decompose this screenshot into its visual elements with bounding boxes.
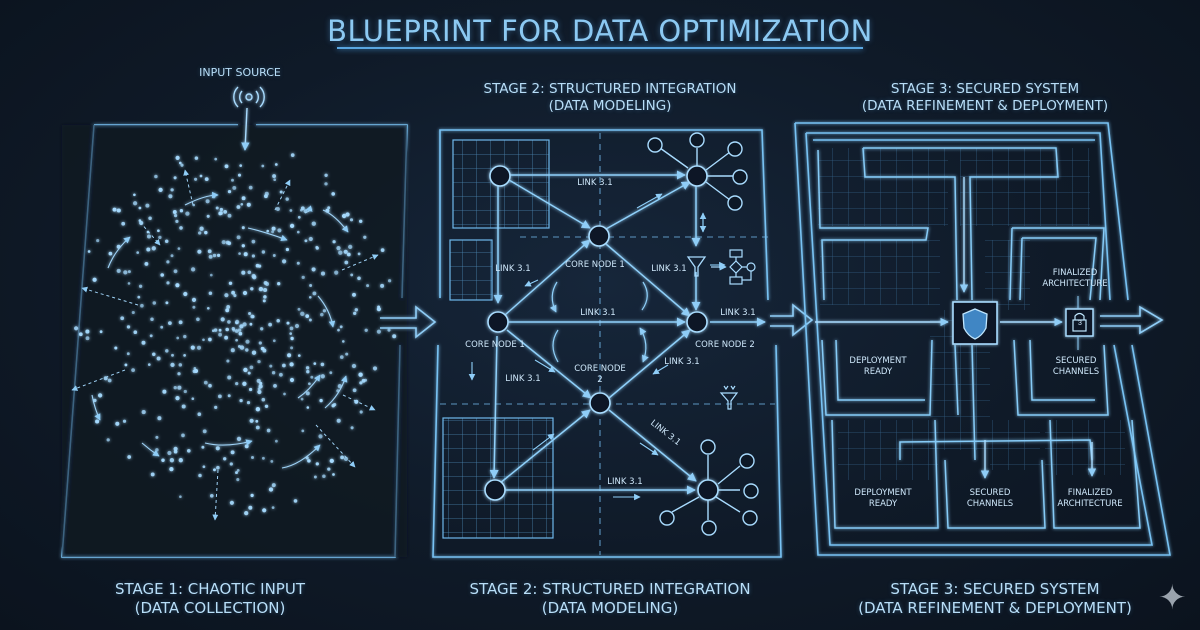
- chaos-arrows: [91, 191, 349, 469]
- hub-icon: [647, 132, 748, 211]
- flow-arrow-1-to-2: [380, 305, 437, 339]
- flow-arrow-exit: [1100, 305, 1164, 335]
- grid-icon: [449, 239, 493, 301]
- stage1-bottom-subtitle: (DATA COLLECTION): [134, 599, 286, 617]
- stage1-bottom-title: STAGE 1: CHAOTIC INPUT: [115, 580, 305, 598]
- stage3-panel: [794, 122, 1171, 556]
- stage3-bottom-caption: STAGE 3: SECURED SYSTEM (DATA REFINEMENT…: [830, 580, 1160, 618]
- funnel-icon: [719, 385, 739, 410]
- room-label-deployment-ready: DEPLOYMENT READY: [849, 356, 907, 377]
- stage2-bottom-caption: STAGE 2: STRUCTURED INTEGRATION (DATA MO…: [430, 580, 790, 618]
- stage1-bottom-caption: STAGE 1: CHAOTIC INPUT (DATA COLLECTION): [80, 580, 340, 618]
- room-label-finalized-architecture: FINALIZED ARCHITECTURE: [1042, 268, 1108, 289]
- link-label: LINK 3.1: [720, 308, 756, 318]
- room-label-deployment-ready: DEPLOYMENT READY: [854, 488, 912, 509]
- stage3-bottom-title: STAGE 3: SECURED SYSTEM: [890, 580, 1100, 598]
- room-label-finalized-architecture: FINALIZED ARCHITECTURE: [1057, 488, 1123, 509]
- funnel-icon: [686, 256, 707, 277]
- stage2-top-subtitle: (DATA MODELING): [548, 98, 672, 114]
- link-label: LINK 3.1: [607, 477, 643, 487]
- stage2-bottom-subtitle: (DATA MODELING): [541, 599, 679, 617]
- grid-icon: [442, 417, 554, 539]
- padlock-icon: [1065, 296, 1094, 350]
- core-node-1-upper-label: CORE NODE 1: [565, 260, 625, 270]
- maze-walls: [817, 147, 1141, 529]
- room-label-secured-channels: SECURED CHANNELS: [1052, 356, 1100, 377]
- hub-icon: [659, 439, 759, 536]
- link-label: LINK 3.1: [577, 178, 613, 188]
- stage1-panel: [61, 124, 408, 558]
- flow-arrow-2-to-3: [770, 303, 814, 337]
- link-label: LINK 3.1: [651, 264, 687, 274]
- maze-floor-grids: [818, 148, 1125, 480]
- stage3-top-subtitle: (DATA REFINEMENT & DEPLOYMENT): [861, 98, 1109, 114]
- link-label: LINK 3.1: [664, 357, 700, 367]
- flowchart-icon: [711, 249, 756, 285]
- stage3-top-title: STAGE 3: SECURED SYSTEM: [890, 81, 1080, 97]
- link-label: LINK 3.1: [505, 374, 541, 384]
- title-underline: [337, 47, 863, 49]
- page-title: BLUEPRINT FOR DATA OPTIMIZATION: [327, 14, 873, 48]
- core-node-2-right-label: CORE NODE 2: [695, 340, 755, 350]
- chaos-dashed-arrows: [71, 169, 379, 521]
- stage3-bottom-subtitle: (DATA REFINEMENT & DEPLOYMENT): [858, 599, 1132, 617]
- core-node-1-left-label: CORE NODE 1: [465, 340, 525, 350]
- stage2-top-caption: STAGE 2: STRUCTURED INTEGRATION (DATA MO…: [430, 81, 790, 115]
- stage2-bottom-title: STAGE 2: STRUCTURED INTEGRATION: [469, 580, 751, 598]
- link-label: LINK 3.1: [495, 264, 531, 274]
- stage3-top-caption: STAGE 3: SECURED SYSTEM (DATA REFINEMENT…: [800, 81, 1170, 115]
- shield-icon: [952, 301, 998, 345]
- link-label: LINK 3.1: [580, 308, 616, 318]
- stage2-panel: [432, 129, 782, 558]
- chaotic-data-points: [74, 153, 397, 516]
- broadcast-signal-icon: [233, 86, 265, 151]
- input-source-label: INPUT SOURCE: [199, 66, 281, 79]
- room-label-secured-channels: SECURED CHANNELS: [966, 488, 1014, 509]
- stage2-top-title: STAGE 2: STRUCTURED INTEGRATION: [483, 81, 737, 97]
- sparkle-icon: ✦: [1158, 579, 1187, 617]
- network-links: [489, 170, 766, 495]
- core-node-2-lower-label: CORE NODE 2: [574, 364, 626, 385]
- padlock-number: 3: [1078, 320, 1082, 327]
